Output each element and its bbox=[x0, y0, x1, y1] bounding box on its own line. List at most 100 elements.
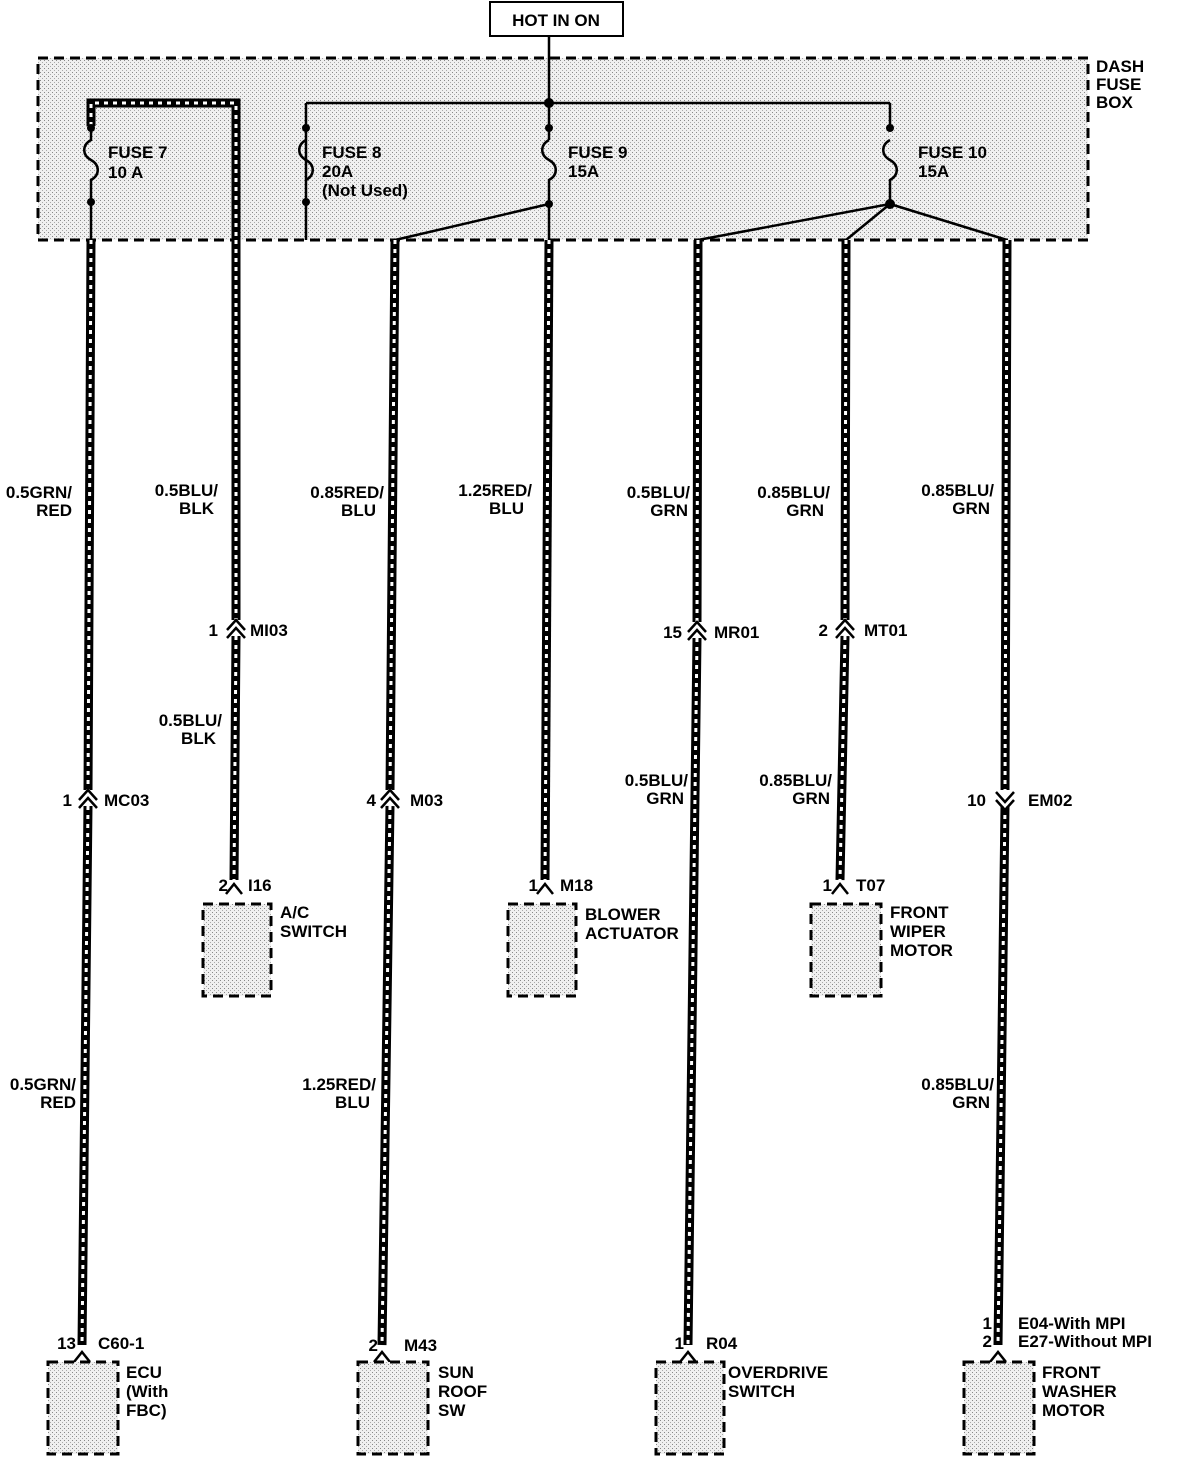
svg-text:OVERDRIVE: OVERDRIVE bbox=[728, 1363, 828, 1382]
svg-text:1: 1 bbox=[209, 621, 218, 640]
connector-mt01: 2 MT01 bbox=[819, 618, 907, 640]
wires bbox=[77, 239, 1012, 1346]
svg-text:(With: (With bbox=[126, 1382, 168, 1401]
fuse-8: FUSE 8 20A (Not Used) bbox=[298, 124, 408, 206]
ecu: 13 C60-1 ECU (With FBC) bbox=[46, 1334, 168, 1456]
svg-text:I16: I16 bbox=[248, 876, 272, 895]
svg-text:1.25RED/: 1.25RED/ bbox=[302, 1075, 376, 1094]
svg-text:M03: M03 bbox=[410, 791, 443, 810]
svg-text:0.5GRN/: 0.5GRN/ bbox=[10, 1075, 76, 1094]
fuse-9: FUSE 9 15A bbox=[394, 124, 628, 242]
svg-text:0.5BLU/: 0.5BLU/ bbox=[155, 481, 219, 500]
svg-text:0.85BLU/: 0.85BLU/ bbox=[759, 771, 832, 790]
svg-text:FUSE 9: FUSE 9 bbox=[568, 143, 628, 162]
svg-text:0.85RED/: 0.85RED/ bbox=[310, 483, 384, 502]
connector-mr01: 15 MR01 bbox=[663, 620, 759, 642]
connector-mc03: 1 MC03 bbox=[63, 788, 149, 810]
svg-text:ACTUATOR: ACTUATOR bbox=[585, 924, 679, 943]
svg-text:WASHER: WASHER bbox=[1042, 1382, 1117, 1401]
svg-text:SW: SW bbox=[438, 1401, 466, 1420]
svg-text:GRN: GRN bbox=[650, 501, 688, 520]
svg-text:BLK: BLK bbox=[179, 499, 215, 518]
svg-text:ECU: ECU bbox=[126, 1363, 162, 1382]
svg-text:HOT IN ON: HOT IN ON bbox=[512, 11, 600, 30]
svg-text:BLU: BLU bbox=[341, 501, 376, 520]
svg-text:DASH: DASH bbox=[1096, 57, 1144, 76]
svg-text:0.85BLU/: 0.85BLU/ bbox=[921, 481, 994, 500]
connector-m03: 4 M03 bbox=[367, 788, 443, 810]
svg-text:2: 2 bbox=[369, 1336, 378, 1355]
svg-text:ROOF: ROOF bbox=[438, 1382, 487, 1401]
hot-in-on-label: HOT IN ON bbox=[489, 1, 624, 37]
svg-text:(Not Used): (Not Used) bbox=[322, 181, 408, 200]
svg-text:1: 1 bbox=[529, 876, 538, 895]
svg-text:E27-Without MPI: E27-Without MPI bbox=[1018, 1332, 1152, 1351]
svg-text:FUSE 7: FUSE 7 bbox=[108, 143, 168, 162]
front-washer-motor: 1 2 E04-With MPI E27-Without MPI FRONT W… bbox=[962, 1314, 1152, 1456]
svg-text:FUSE 8: FUSE 8 bbox=[322, 143, 382, 162]
svg-text:FUSE: FUSE bbox=[1096, 75, 1141, 94]
dash-fuse-box: DASH FUSE BOX bbox=[36, 56, 1144, 242]
svg-text:MR01: MR01 bbox=[714, 623, 759, 642]
svg-text:0.5BLU/: 0.5BLU/ bbox=[627, 483, 691, 502]
svg-text:2: 2 bbox=[983, 1332, 992, 1351]
svg-text:0.5GRN/: 0.5GRN/ bbox=[6, 483, 72, 502]
svg-text:R04: R04 bbox=[706, 1334, 738, 1353]
svg-text:2: 2 bbox=[219, 876, 228, 895]
svg-text:BLU: BLU bbox=[489, 499, 524, 518]
svg-text:WIPER: WIPER bbox=[890, 922, 946, 941]
svg-text:C60-1: C60-1 bbox=[98, 1334, 144, 1353]
svg-text:GRN: GRN bbox=[952, 1093, 990, 1112]
svg-text:0.85BLU/: 0.85BLU/ bbox=[921, 1075, 994, 1094]
svg-text:15A: 15A bbox=[568, 162, 599, 181]
wire-labels: 0.5GRN/ RED 0.5GRN/ RED 0.5BLU/ BLK 0.5B… bbox=[6, 481, 994, 1112]
svg-text:T07: T07 bbox=[856, 876, 885, 895]
sun-roof-switch: 2 M43 SUN ROOF SW bbox=[356, 1336, 487, 1456]
svg-text:EM02: EM02 bbox=[1028, 791, 1072, 810]
fuse-10: FUSE 10 15A bbox=[697, 124, 1008, 242]
svg-text:BLU: BLU bbox=[335, 1093, 370, 1112]
svg-text:15A: 15A bbox=[918, 162, 949, 181]
svg-text:MOTOR: MOTOR bbox=[890, 941, 953, 960]
svg-text:1: 1 bbox=[823, 876, 832, 895]
svg-text:M18: M18 bbox=[560, 876, 593, 895]
svg-text:RED: RED bbox=[36, 501, 72, 520]
svg-text:FUSE 10: FUSE 10 bbox=[918, 143, 987, 162]
svg-text:0.85BLU/: 0.85BLU/ bbox=[757, 483, 830, 502]
svg-text:MC03: MC03 bbox=[104, 791, 149, 810]
svg-text:GRN: GRN bbox=[786, 501, 824, 520]
svg-text:10 A: 10 A bbox=[108, 163, 143, 182]
connector-mi03: 1 MI03 bbox=[209, 618, 288, 640]
connector-em02: 10 EM02 bbox=[967, 791, 1072, 812]
svg-text:20A: 20A bbox=[322, 162, 353, 181]
svg-text:FRONT: FRONT bbox=[1042, 1363, 1101, 1382]
svg-text:SWITCH: SWITCH bbox=[280, 922, 347, 941]
svg-text:1: 1 bbox=[983, 1314, 992, 1333]
svg-text:GRN: GRN bbox=[792, 789, 830, 808]
fuse-7: FUSE 7 10 A bbox=[83, 98, 241, 240]
svg-text:BOX: BOX bbox=[1096, 93, 1134, 112]
front-wiper-motor: 1 T07 FRONT WIPER MOTOR bbox=[809, 876, 953, 998]
power-feed bbox=[304, 36, 892, 240]
svg-text:FBC): FBC) bbox=[126, 1401, 167, 1420]
svg-text:15: 15 bbox=[663, 623, 682, 642]
blower-actuator: 1 M18 BLOWER ACTUATOR bbox=[506, 876, 679, 998]
overdrive-switch: 1 R04 OVERDRIVE SWITCH bbox=[654, 1334, 828, 1456]
svg-text:RED: RED bbox=[40, 1093, 76, 1112]
svg-text:2: 2 bbox=[819, 621, 828, 640]
ac-switch: 2 I16 A/C SWITCH bbox=[201, 876, 347, 998]
svg-text:1: 1 bbox=[675, 1334, 684, 1353]
svg-text:0.5BLU/: 0.5BLU/ bbox=[159, 711, 223, 730]
svg-text:BLOWER: BLOWER bbox=[585, 905, 661, 924]
svg-text:A/C: A/C bbox=[280, 903, 309, 922]
svg-text:E04-With MPI: E04-With MPI bbox=[1018, 1314, 1126, 1333]
svg-text:MT01: MT01 bbox=[864, 621, 907, 640]
svg-text:MI03: MI03 bbox=[250, 621, 288, 640]
svg-text:1.25RED/: 1.25RED/ bbox=[458, 481, 532, 500]
svg-text:GRN: GRN bbox=[646, 789, 684, 808]
svg-text:FRONT: FRONT bbox=[890, 903, 949, 922]
svg-text:13: 13 bbox=[57, 1334, 76, 1353]
svg-text:SUN: SUN bbox=[438, 1363, 474, 1382]
svg-text:SWITCH: SWITCH bbox=[728, 1382, 795, 1401]
